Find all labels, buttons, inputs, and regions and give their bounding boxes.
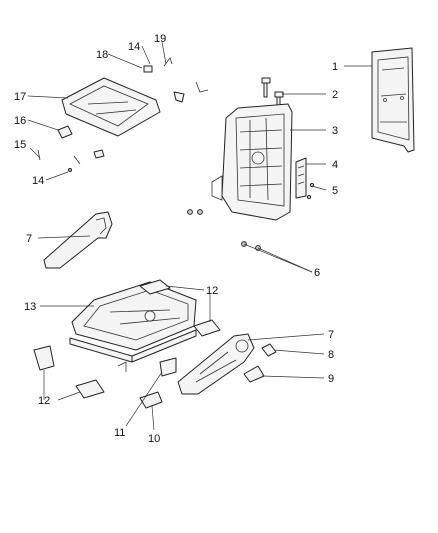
handle-cover-part	[243, 365, 265, 383]
recliner-knob-part	[261, 343, 277, 357]
callout-3: 3	[332, 125, 338, 137]
fastener-part	[241, 241, 261, 251]
seat-cushion-pan-part	[61, 77, 161, 137]
callout-10: 10	[148, 433, 160, 445]
headrest-guide-part	[261, 77, 284, 110]
callout-2: 2	[332, 89, 338, 101]
callout-13: 13	[24, 301, 36, 313]
callout-4: 4	[332, 159, 338, 171]
clip-parts	[37, 57, 209, 172]
callout-14-upper: 14	[128, 41, 140, 53]
callout-7-upper: 7	[26, 233, 32, 245]
switch-bezel-part	[139, 391, 163, 409]
callout-14-lower: 14	[32, 175, 44, 187]
seat-adjuster-frame-part	[69, 281, 197, 372]
switch-part	[159, 357, 177, 377]
callout-1: 1	[332, 61, 338, 73]
callout-11: 11	[114, 427, 125, 439]
callout-7-lower: 7	[328, 329, 334, 341]
leader-lines	[27, 41, 372, 431]
callout-5: 5	[332, 185, 338, 197]
callout-15: 15	[14, 139, 26, 151]
callout-18: 18	[96, 49, 108, 61]
callout-8: 8	[328, 349, 334, 361]
callout-16: 16	[14, 115, 26, 127]
callout-12-upper: 12	[206, 285, 218, 297]
callout-6: 6	[314, 267, 320, 279]
trim-cap-parts	[33, 279, 221, 399]
seatback-frame-part	[187, 103, 293, 221]
side-bracket-part	[295, 157, 315, 200]
side-shield-lower-part	[177, 333, 255, 395]
seatback-panel-part	[371, 47, 415, 153]
callout-17: 17	[14, 91, 26, 103]
callout-12-lower: 12	[38, 395, 50, 407]
callout-9: 9	[328, 373, 334, 385]
callout-19: 19	[154, 33, 166, 45]
side-shield-upper-part	[43, 211, 113, 269]
callout-labels: 1 2 3 4 5 6 7 7 8 9 10 11 12 12 13 14 14…	[14, 33, 338, 445]
